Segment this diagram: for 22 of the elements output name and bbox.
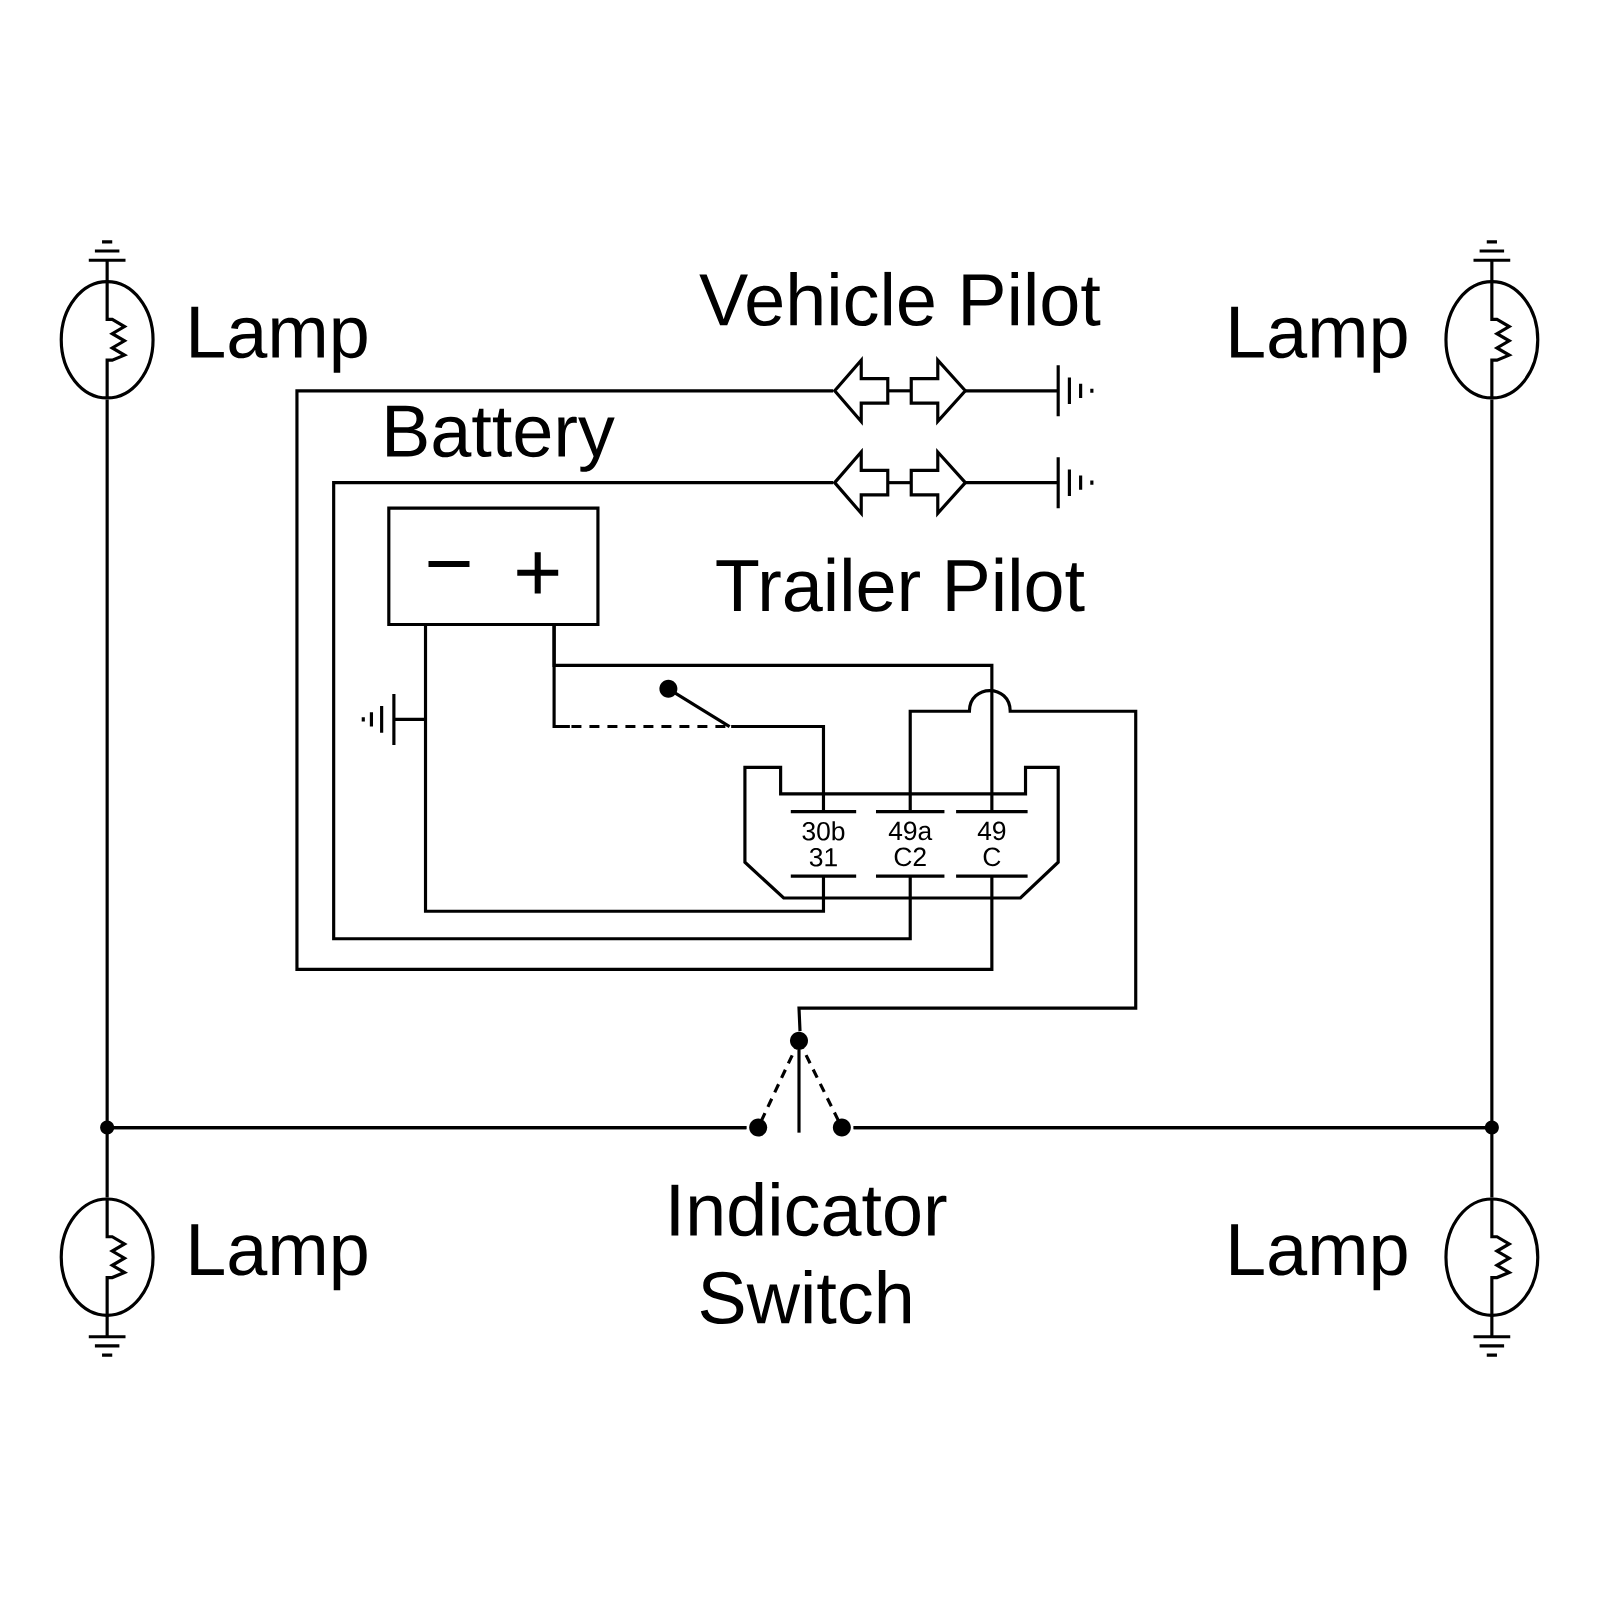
minus-sign: − [428,561,470,568]
terminal: 49a C2 [874,810,947,878]
terminal: 49 C [954,810,1030,878]
wire [105,1125,747,1198]
wire [552,626,994,812]
terminal: 30b 31 [789,810,858,878]
lamp-label: Lamp [1231,1224,1407,1291]
switch-label: Indicator Switch [671,1182,947,1325]
connector-label: Vehicle Pilot [699,271,1101,327]
lamp-label: Lamp [191,306,367,373]
battery-label: Battery [387,405,615,472]
plus-sign: + [517,552,559,594]
wire [332,481,912,941]
wire [295,389,994,971]
connector-label: Trailer Pilot [716,557,1085,612]
wire [853,1125,1494,1198]
lamp-label: Lamp [1231,306,1407,373]
wire [423,626,826,913]
pilot-switch [571,679,731,729]
wire [731,724,826,812]
lamp-label: Lamp [191,1224,367,1291]
flasher-unit [743,765,1060,900]
